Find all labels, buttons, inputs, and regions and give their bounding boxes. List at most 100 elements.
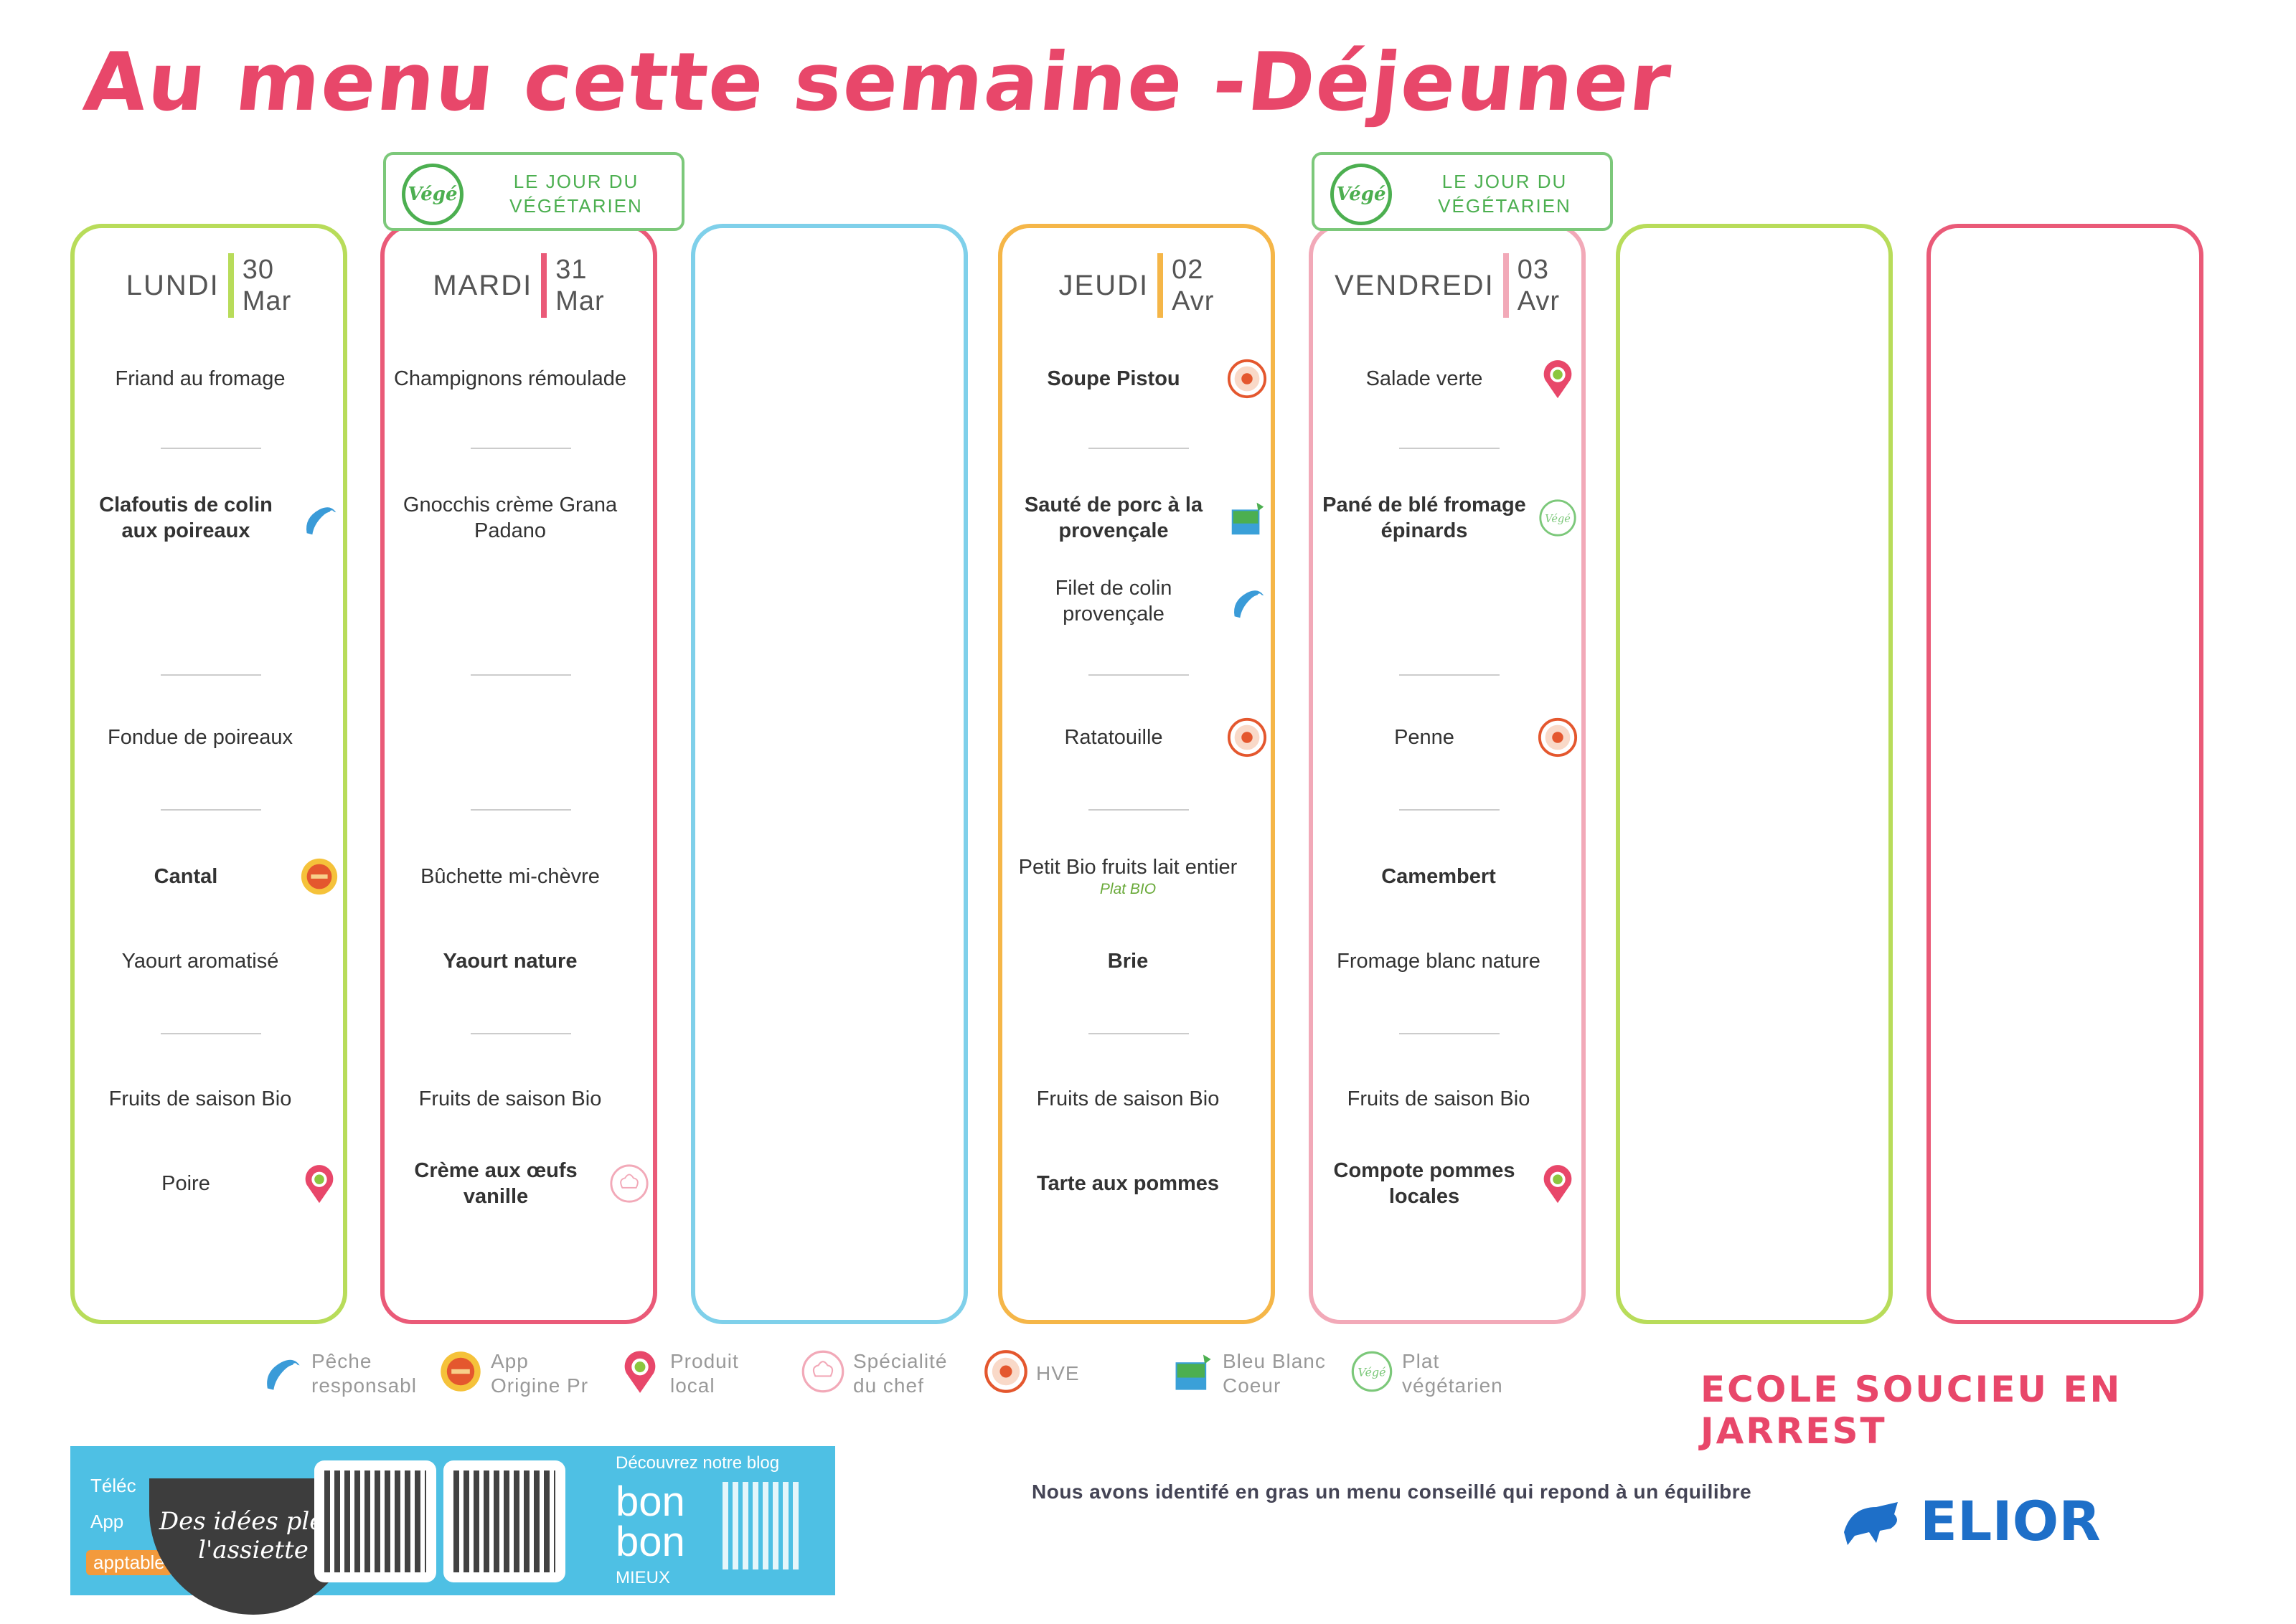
fish-icon — [258, 1349, 304, 1398]
chef-icon — [608, 1163, 650, 1204]
empty-day-column — [1616, 224, 1893, 1324]
bull-icon — [1844, 1501, 1898, 1545]
menu-item: Bûchette mi-chèvre — [392, 864, 629, 889]
hve-icon — [983, 1349, 1029, 1398]
course-separator — [1399, 674, 1500, 676]
legend-label: App Origine Pr — [491, 1349, 589, 1397]
menu-item-label: Tarte aux pommes — [1036, 1172, 1220, 1195]
bleu-blanc-coeur-icon — [1170, 1349, 1215, 1398]
menu-item: Brie — [1010, 948, 1246, 974]
day-divider — [1502, 253, 1509, 318]
menu-item-label: Camembert — [1381, 865, 1496, 888]
empty-day-column — [691, 224, 968, 1324]
menu-item-label: Compote pommes locales — [1333, 1159, 1515, 1208]
vegetarian-day-badge: Végé LE JOUR DU VÉGÉTARIEN — [383, 152, 684, 231]
local-pin-icon — [1537, 358, 1578, 400]
hve-icon — [1537, 717, 1578, 758]
banner-text: App — [90, 1511, 124, 1532]
menu-item: Champignons rémoulade — [392, 366, 629, 392]
menu-item: Crème aux œufs vanille — [392, 1158, 600, 1209]
chef-icon — [800, 1349, 846, 1398]
menu-item: Filet de colin provençale — [1010, 575, 1218, 627]
banner-text: Téléc — [90, 1475, 136, 1496]
course-separator — [161, 809, 261, 811]
menu-item-label: Fondue de poireaux — [108, 726, 293, 749]
course-separator — [161, 448, 261, 449]
menu-item: Penne — [1320, 724, 1528, 750]
legend-label: Produit local — [670, 1349, 739, 1397]
day-number: 02 — [1172, 255, 1204, 285]
legend-label: Bleu Blanc Coeur — [1223, 1349, 1326, 1397]
legend-item: Spécialité du chef — [800, 1349, 961, 1398]
legend-label: Plat végétarien — [1402, 1349, 1503, 1397]
menu-item-note: Plat BIO — [1099, 881, 1157, 897]
menu-item: Clafoutis de colin aux poireaux — [82, 492, 290, 544]
menu-item-label: Yaourt nature — [443, 950, 578, 973]
legend-label: Spécialité du chef — [853, 1349, 948, 1397]
menu-item-label: Champignons rémoulade — [393, 367, 627, 390]
menu-item-label: Pané de blé fromage épinards — [1322, 494, 1526, 542]
menu-item-label: Clafoutis de colin aux poireaux — [99, 494, 273, 542]
menu-item: Poire — [82, 1171, 290, 1196]
menu-item-label: Ratatouille — [1064, 726, 1163, 749]
menu-item-label: Sauté de porc à la provençale — [1024, 494, 1203, 542]
menu-item-label: Cantal — [154, 865, 218, 888]
brand-name: ELIOR — [1920, 1489, 2101, 1553]
aop-icon — [438, 1349, 484, 1398]
menu-item: Gnocchis crème Grana Padano — [392, 492, 629, 544]
svg-text:Végé: Végé — [1358, 1365, 1385, 1379]
course-separator — [471, 809, 571, 811]
menu-item: Yaourt nature — [392, 948, 629, 974]
day-month: Avr — [1517, 286, 1561, 316]
qr-code[interactable] — [314, 1460, 436, 1582]
menu-item: Ratatouille — [1010, 724, 1218, 750]
day-month: Avr — [1172, 286, 1215, 316]
menu-item-label: Gnocchis crème Grana Padano — [403, 494, 618, 542]
menu-item: Compote pommes locales — [1320, 1158, 1528, 1209]
legend-item: Bleu Blanc Coeur — [1170, 1349, 1330, 1398]
day-number: 30 — [242, 255, 275, 285]
menu-item: Fruits de saison Bio — [1320, 1086, 1557, 1112]
fish-icon — [298, 497, 340, 539]
vege-logo-icon: Végé — [402, 164, 464, 225]
vege-logo-icon: Végé — [1330, 164, 1392, 225]
app-banner[interactable]: Téléc App apptable Des idées plein l'ass… — [70, 1446, 835, 1615]
blog-qr-code[interactable] — [712, 1472, 813, 1580]
menu-item-label: Brie — [1107, 950, 1149, 973]
day-month: Mar — [242, 286, 292, 316]
menu-item-label: Soupe Pistou — [1047, 367, 1180, 390]
menu-item: Camembert — [1320, 864, 1557, 889]
menu-item: Friand au fromage — [82, 366, 319, 392]
course-separator — [161, 674, 261, 676]
menu-item: Cantal — [82, 864, 290, 889]
course-separator — [471, 674, 571, 676]
course-separator — [471, 448, 571, 449]
aop-icon — [298, 856, 340, 897]
day-divider — [541, 253, 547, 318]
bonbon-logo: bon bon — [616, 1478, 685, 1565]
qr-code[interactable] — [443, 1460, 565, 1582]
day-number: 03 — [1517, 255, 1549, 285]
menu-item: Fromage blanc nature — [1320, 948, 1557, 974]
menu-item-label: Bûchette mi-chèvre — [420, 865, 600, 888]
day-divider — [227, 253, 234, 318]
day-name: JEUDI — [1058, 269, 1149, 301]
menu-item-label: Crème aux œufs vanille — [414, 1159, 578, 1208]
bleu-blanc-coeur-icon — [1226, 497, 1268, 539]
menu-item: Sauté de porc à la provençale — [1010, 492, 1218, 544]
course-separator — [1399, 1033, 1500, 1034]
menu-item: Soupe Pistou — [1010, 366, 1218, 392]
menu-item: Tarte aux pommes — [1010, 1171, 1246, 1196]
legend-label: Pêche responsabl — [311, 1349, 417, 1397]
local-pin-icon — [617, 1349, 663, 1398]
menu-item-label: Yaourt aromatisé — [121, 950, 279, 973]
course-separator — [161, 1033, 261, 1034]
day-name: VENDREDI — [1334, 269, 1495, 301]
vege-badge-text: LE JOUR DU VÉGÉTARIEN — [509, 171, 643, 217]
